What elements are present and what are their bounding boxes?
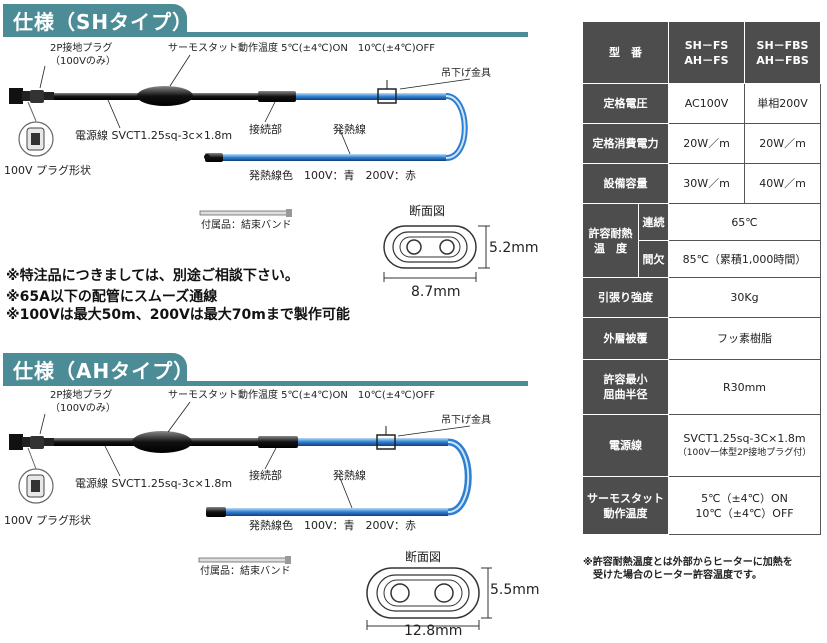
ah-section-header: 仕様（AHタイプ） [3, 353, 528, 386]
power-label: 定格消費電力 [582, 123, 669, 164]
row-bend: 許容最小屈曲半径 R30mm [582, 359, 821, 415]
sh-plug-label: 2P接地プラグ [50, 43, 113, 54]
thermo-label: サーモスタット動作温度 [582, 476, 669, 535]
sh-plug-sub: （100Vのみ） [50, 56, 116, 67]
ah-cable-tie-icon [198, 556, 291, 564]
sh-hanger-label: 吊下げ金具 [441, 68, 491, 79]
sh-note-1: ※特注品につきましては、別途ご相談下さい。 [6, 268, 299, 284]
ah-product-diagram [9, 401, 492, 630]
ah-joint [258, 436, 298, 448]
sh-cross-section-icon [383, 225, 490, 282]
ah-accessory-label: 付属品：結束バンド [200, 566, 291, 577]
footnote-line-2: 受けた場合のヒーター許容温度です。 [583, 570, 762, 581]
sh-dim-height: 5.2mm [489, 240, 539, 256]
bend-label: 許容最小屈曲半径 [582, 359, 669, 415]
sh-cable-label: 電源線 SVCT1.25sq-3c×1.8m [75, 129, 233, 142]
sh-note-2: ※65A以下の配管にスムーズ通線 [6, 289, 218, 305]
row-heat-intermittent: 間欠 85℃（累積1,000時間） [583, 240, 821, 278]
ah-plug-sub: （100Vのみ） [50, 403, 116, 414]
model-label: 型 番 [582, 21, 669, 84]
row-capacity: 設備容量 30W／m 40W／m [582, 163, 821, 204]
sh-joint-label: 接続部 [249, 123, 282, 136]
row-power: 定格消費電力 20W／m 20W／m [582, 123, 821, 164]
heat-label: 許容耐熱温 度 [582, 203, 639, 278]
power-line-value: SVCT1.25sq-3C×1.8m（100V一体型2P接地プラグ付） [668, 414, 821, 477]
inter-value: 85℃（累積1,000時間） [668, 240, 821, 278]
capacity-b: 40W／m [744, 163, 821, 204]
sh-plug-shape-label: 100V プラグ形状 [4, 164, 92, 177]
capacity-label: 設備容量 [582, 163, 669, 204]
ah-plug-label: 2P接地プラグ [50, 390, 113, 401]
row-outer: 外層被覆 フッ素樹脂 [582, 317, 821, 360]
ah-thermo-label: サーモスタット動作温度 5℃(±4℃)ON 10℃(±4℃)OFF [168, 390, 436, 401]
sh-note-3: ※100Vは最大50m、200Vは最大70mまで製作可能 [6, 307, 350, 323]
sh-section-title: 仕様（SHタイプ） [13, 10, 194, 34]
ah-heater-line [298, 438, 448, 446]
footnote-line-1: ※許容耐熱温度とは外部からヒーターに加熱を [583, 557, 793, 568]
ah-plug-shape-label: 100V プラグ形状 [4, 514, 92, 527]
cont-label: 連続 [638, 203, 669, 241]
voltage-b: 単相200V [744, 83, 821, 124]
ah-cable-label: 電源線 SVCT1.25sq-3c×1.8m [75, 477, 233, 490]
bend-value: R30mm [668, 359, 821, 415]
cont-value: 65℃ [668, 203, 821, 241]
sh-dim-width: 8.7mm [411, 284, 461, 300]
row-heat-continuous: 許容耐熱温 度 連続 65℃ [582, 203, 821, 278]
outer-value: フッ素樹脂 [668, 317, 821, 360]
sh-thermostat [137, 86, 193, 106]
ah-cross-section-icon [366, 567, 492, 630]
sh-section-title-label: 断面図 [409, 204, 446, 218]
ah-joint-label: 接続部 [249, 469, 282, 482]
sh-joint [258, 91, 296, 102]
ah-section-title-label: 断面図 [405, 550, 442, 564]
row-tensile: 引張り強度 30Kg [582, 277, 821, 318]
sh-thermo-label: サーモスタット動作温度 5℃(±4℃)ON 10℃(±4℃)OFF [168, 43, 436, 54]
row-power-line: 電源線 SVCT1.25sq-3C×1.8m（100V一体型2P接地プラグ付） [582, 414, 821, 477]
ah-hanger-label: 吊下げ金具 [441, 415, 491, 426]
sh-product-diagram [9, 54, 490, 282]
power-b: 20W／m [744, 123, 821, 164]
sh-section-header: 仕様（SHタイプ） [3, 4, 528, 37]
ah-dim-width: 12.8mm [404, 623, 463, 639]
sh-color-note: 発熱線色 100V：青 200V：赤 [249, 169, 417, 182]
ah-end-cap [206, 507, 226, 517]
voltage-a: AC100V [668, 83, 745, 124]
sh-end-cap [205, 153, 223, 162]
ah-thermostat [132, 431, 192, 453]
tensile-label: 引張り強度 [582, 277, 669, 318]
ah-section-title: 仕様（AHタイプ） [13, 359, 195, 383]
sh-heater-line [296, 93, 446, 100]
row-voltage: 定格電圧 AC100V 単相200V [582, 83, 821, 124]
voltage-label: 定格電圧 [582, 83, 669, 124]
ah-heater-label: 発熱線 [333, 469, 366, 482]
tensile-value: 30Kg [668, 277, 821, 318]
inter-label: 間欠 [638, 240, 669, 278]
ah-plug-icon [9, 434, 54, 450]
capacity-a: 30W／m [668, 163, 745, 204]
power-line-label: 電源線 [582, 414, 669, 477]
power-a: 20W／m [668, 123, 745, 164]
ah-power-cable [54, 438, 384, 446]
sh-plug-icon [9, 88, 54, 104]
ah-dim-height: 5.5mm [490, 582, 540, 598]
sh-heater-label: 発熱線 [333, 123, 366, 136]
sh-accessory-label: 付属品：結束バンド [201, 220, 292, 231]
sh-cable-tie-icon [199, 209, 292, 217]
outer-label: 外層被覆 [582, 317, 669, 360]
ah-color-note: 発熱線色 100V：青 200V：赤 [249, 519, 417, 532]
